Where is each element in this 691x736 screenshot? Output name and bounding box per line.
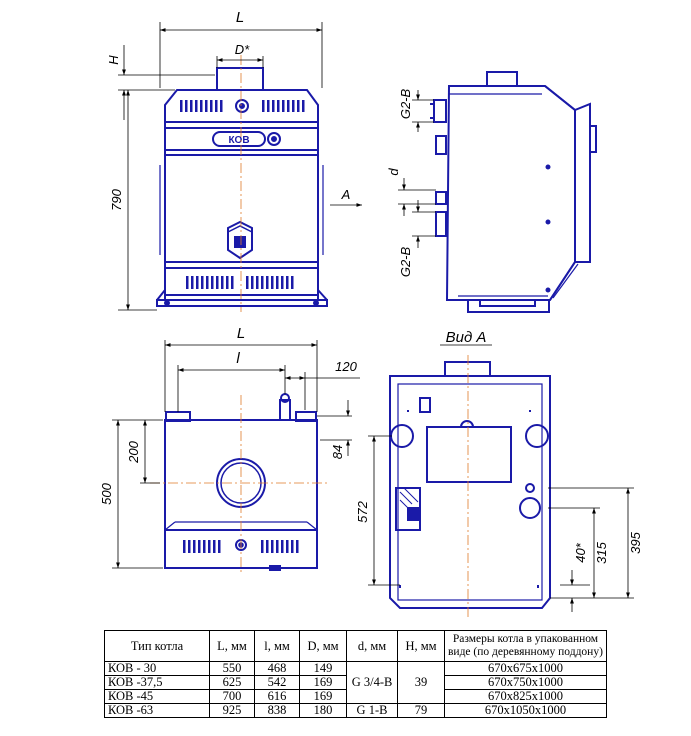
th-type: Тип котла bbox=[104, 630, 210, 662]
cell-L: 925 bbox=[209, 703, 255, 718]
cell-H: 79 bbox=[397, 703, 445, 718]
cell-d-group: G 3/4-B bbox=[346, 661, 398, 704]
pressure-gauge-icon bbox=[267, 132, 281, 146]
cell-pack: 670х825х1000 bbox=[444, 689, 607, 704]
cell-l: 468 bbox=[254, 661, 300, 676]
front-top-port bbox=[235, 99, 249, 113]
boiler-drawing: КОВ L D* H 790 A bbox=[99, 9, 643, 618]
thermostat-knob-icon bbox=[227, 220, 253, 260]
cell-l: 838 bbox=[254, 703, 300, 718]
dim-H: H bbox=[106, 55, 121, 65]
table-row: КОВ -45 700 616 169 670х825х1000 bbox=[104, 689, 607, 704]
dim-l-plan: l bbox=[236, 350, 240, 367]
view-a-title: Вид А bbox=[446, 329, 487, 346]
side-flue-collar bbox=[486, 71, 518, 87]
side-pipe-bottom bbox=[435, 211, 447, 237]
cell-l: 616 bbox=[254, 689, 300, 704]
dim-g2b-bottom: G2-B bbox=[398, 247, 413, 278]
view-a-body-outline bbox=[389, 375, 551, 609]
side-pipe-mid-1 bbox=[435, 135, 447, 155]
dim-572: 572 bbox=[355, 500, 370, 522]
cell-type: КОВ - 30 bbox=[104, 661, 210, 676]
cell-D: 169 bbox=[299, 689, 347, 704]
dim-84: 84 bbox=[330, 445, 345, 459]
th-L: L, мм bbox=[209, 630, 255, 662]
table-header-row: Тип котла L, мм l, мм D, мм d, мм H, мм … bbox=[104, 630, 607, 662]
dim-L-plan: L bbox=[237, 325, 245, 342]
view-a-port-right bbox=[525, 424, 549, 448]
th-pack: Размеры котла в упакованном виде (по дер… bbox=[444, 630, 607, 662]
front-dimensions bbox=[118, 22, 362, 311]
dim-315: 315 bbox=[594, 541, 609, 563]
cell-L: 625 bbox=[209, 675, 255, 690]
dim-500: 500 bbox=[99, 482, 114, 504]
side-body-outline bbox=[445, 85, 576, 301]
spec-table: Тип котла L, мм l, мм D, мм d, мм H, мм … bbox=[104, 630, 607, 718]
dim-790: 790 bbox=[109, 188, 124, 210]
th-l: l, мм bbox=[254, 630, 300, 662]
cell-L: 700 bbox=[209, 689, 255, 704]
view-a-flue-collar bbox=[444, 361, 491, 377]
logo-text: КОВ bbox=[228, 135, 249, 146]
cell-D: 149 bbox=[299, 661, 347, 676]
cell-D: 180 bbox=[299, 703, 347, 718]
front-bottom-vents bbox=[186, 276, 294, 289]
table-row: КОВ - 30 550 468 149 G 3/4-B 39 670х675х… bbox=[104, 661, 607, 704]
cell-pack: 670х1050х1000 bbox=[444, 703, 607, 718]
front-flue-collar bbox=[216, 67, 264, 91]
view-a-port-lower bbox=[519, 497, 541, 519]
cell-type: КОВ -45 bbox=[104, 689, 210, 704]
view-arrow-label: A bbox=[341, 187, 351, 202]
th-D: D, мм bbox=[299, 630, 347, 662]
side-view bbox=[430, 71, 597, 313]
dim-D: D* bbox=[235, 42, 250, 57]
dim-d-side: d bbox=[386, 168, 401, 176]
side-base-stand bbox=[467, 300, 550, 313]
side-dimensions bbox=[398, 90, 436, 248]
front-top-vents bbox=[180, 100, 305, 112]
table-row: КОВ -63 925 838 180 G 1-B 79 670х1050х10… bbox=[104, 703, 607, 718]
cell-d: G 1-B bbox=[346, 703, 398, 718]
cell-pack: 670х750х1000 bbox=[444, 675, 607, 690]
th-H: H, мм bbox=[397, 630, 445, 662]
view-a bbox=[389, 361, 551, 609]
dim-40: 40* bbox=[573, 542, 588, 562]
plan-dimensions bbox=[112, 340, 360, 569]
front-view bbox=[156, 67, 328, 307]
dim-120: 120 bbox=[335, 359, 357, 374]
plan-vents bbox=[183, 540, 299, 553]
cell-L: 550 bbox=[209, 661, 255, 676]
view-a-dimensions bbox=[368, 435, 634, 612]
logo-plate bbox=[212, 131, 266, 147]
cell-D: 169 bbox=[299, 675, 347, 690]
th-d: d, мм bbox=[346, 630, 398, 662]
view-a-thermostat bbox=[419, 397, 431, 413]
cell-type: КОВ -37,5 bbox=[104, 675, 210, 690]
dim-L-top: L bbox=[236, 9, 244, 26]
cell-type: КОВ -63 bbox=[104, 703, 210, 718]
cell-l: 542 bbox=[254, 675, 300, 690]
dim-200: 200 bbox=[126, 440, 141, 463]
side-pipe-top bbox=[433, 99, 447, 123]
dim-395: 395 bbox=[628, 531, 643, 553]
th-pack-line2: виде (по деревянному поддону) bbox=[448, 646, 603, 658]
view-a-port-left bbox=[390, 424, 414, 448]
cell-pack: 670х675х1000 bbox=[444, 661, 607, 676]
side-pipe-mid-2 bbox=[435, 191, 447, 205]
view-a-cut-section bbox=[395, 487, 421, 531]
cell-H-group: 39 bbox=[397, 661, 445, 704]
dim-g2b-top: G2-B bbox=[398, 89, 413, 120]
th-pack-line1: Размеры котла в упакованном bbox=[452, 633, 599, 645]
view-a-door bbox=[426, 426, 512, 483]
